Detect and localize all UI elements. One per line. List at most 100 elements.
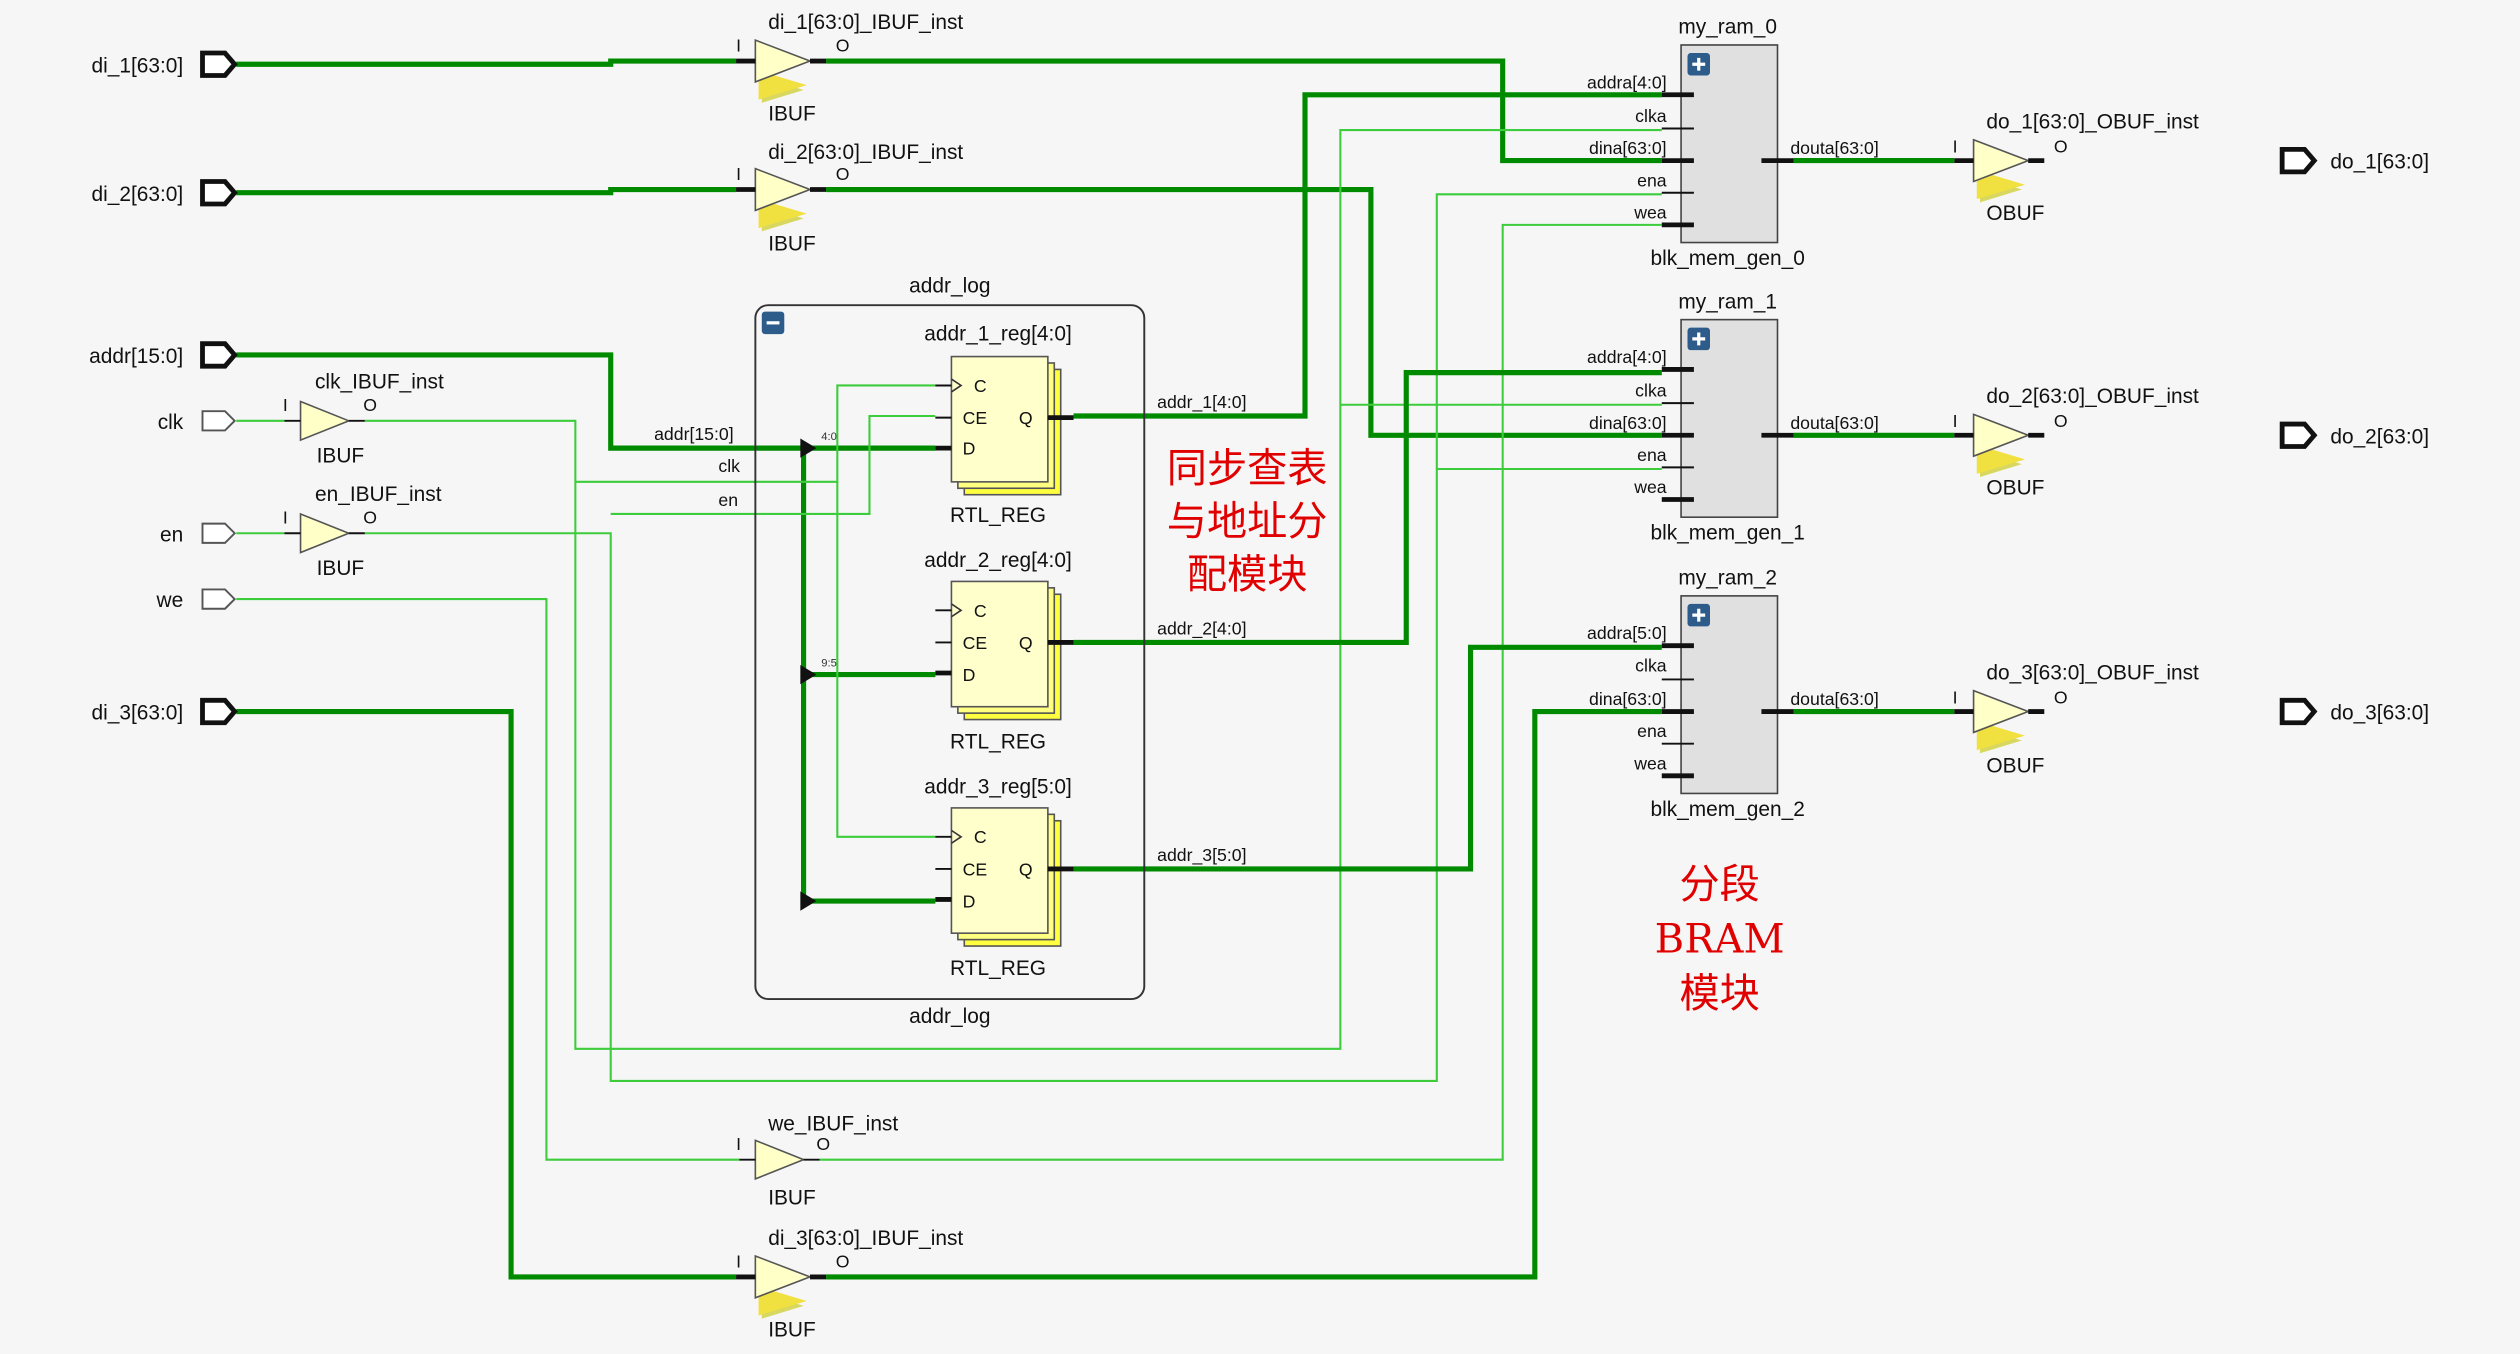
port-clk[interactable] — [201, 410, 236, 432]
ibuf-we[interactable]: we_IBUF_inst I O IBUF — [736, 1113, 898, 1210]
pin-label: Q — [1019, 633, 1033, 653]
annotation-addr-module: 同步查表 与地址分 配模块 — [1167, 446, 1328, 598]
block-bottom-label: addr_log — [909, 1005, 990, 1028]
port-di2[interactable] — [203, 181, 235, 203]
port-we[interactable] — [201, 588, 236, 610]
block-outline — [754, 304, 1146, 1001]
annotation-line: 同步查表 — [1167, 446, 1328, 492]
ram-1[interactable]: my_ram_1 addra[4:0] clka dina[63:0] ena … — [1587, 290, 1879, 544]
pin-label: D — [963, 439, 976, 459]
pin-label: ena — [1637, 445, 1667, 465]
net-clk-log — [575, 384, 936, 483]
ibuf-di2[interactable]: di_2[63:0]_IBUF_inst I O IBUF — [736, 141, 963, 256]
net-label: addr_2[4:0] — [1157, 618, 1246, 639]
tap-label: 4:0 — [821, 431, 837, 443]
nets — [236, 58, 1955, 1280]
ibuf-clk[interactable]: clk_IBUF_inst I O IBUF — [283, 371, 444, 468]
net-we — [236, 598, 740, 1161]
pin-label: wea — [1633, 202, 1667, 222]
port-addr[interactable] — [203, 344, 235, 366]
ram-name: my_ram_0 — [1678, 16, 1777, 39]
annotation-line: BRAM — [1655, 916, 1785, 962]
port-do3[interactable] — [2282, 700, 2314, 722]
ibuf-en[interactable]: en_IBUF_inst I O IBUF — [283, 483, 442, 580]
net-addr3 — [1073, 644, 1662, 872]
type-label: OBUF — [1986, 202, 2044, 225]
buffer-symbol — [283, 400, 366, 442]
reg-addr3[interactable]: addr_3_reg[5:0] C CE D Q RTL_REG addr_3[… — [924, 775, 1246, 979]
buffer-symbol — [1954, 140, 2044, 203]
net-label: en — [718, 490, 738, 510]
pin-label: addra[5:0] — [1587, 623, 1667, 643]
inst-label: we_IBUF_inst — [767, 1113, 898, 1136]
ram-0[interactable]: my_ram_0 addra[4:0] clka dina[63:0] ena … — [1587, 16, 1879, 270]
net-di2 — [236, 186, 737, 196]
ram-symbol — [1662, 45, 1794, 243]
reg-addr2[interactable]: addr_2_reg[4:0] C CE D Q RTL_REG addr_2[… — [924, 549, 1246, 753]
register-symbol — [935, 808, 1073, 946]
ibuf-di1[interactable]: di_1[63:0]_IBUF_inst I O IBUF — [736, 11, 963, 126]
port-do1[interactable] — [2282, 149, 2314, 171]
pin-label: O — [836, 1251, 850, 1271]
pin-label: I — [1953, 137, 1958, 157]
pin-label: CE — [963, 408, 988, 428]
pin-label: D — [963, 891, 976, 911]
pin-label: clka — [1635, 381, 1667, 401]
collapse-icon[interactable] — [761, 311, 785, 335]
port-di1[interactable] — [203, 53, 235, 75]
port-label: di_1[63:0] — [91, 54, 183, 77]
type-label: IBUF — [768, 102, 816, 125]
pin-label: O — [836, 164, 850, 184]
pin-label: C — [974, 601, 987, 621]
cell-name: blk_mem_gen_1 — [1650, 522, 1804, 545]
pin-label: O — [836, 35, 850, 55]
pin-label: wea — [1633, 753, 1667, 773]
port-label: do_1[63:0] — [2330, 151, 2429, 174]
port-en[interactable] — [201, 522, 236, 544]
pin-label: dina[63:0] — [1589, 689, 1667, 709]
pin-label: I — [283, 395, 288, 415]
block-title: addr_log — [909, 274, 990, 297]
pin-label: I — [736, 164, 741, 184]
type-label: IBUF — [768, 1187, 816, 1210]
pin-label: O — [363, 508, 377, 528]
reg-addr1[interactable]: addr_1_reg[4:0] C CE D Q RTL_REG addr_1[… — [924, 323, 1246, 527]
port-label: di_2[63:0] — [91, 183, 183, 206]
pin-label: ena — [1637, 170, 1667, 190]
buffer-symbol — [283, 513, 366, 554]
pin-label: wea — [1633, 477, 1667, 497]
port-do2[interactable] — [2282, 424, 2314, 446]
addr-log-block[interactable]: addr_log addr_log addr[15:0] clk en 4:0 … — [654, 274, 1246, 1028]
annotation-line: 配模块 — [1187, 552, 1308, 598]
annotation-line: 分段 — [1679, 862, 1759, 908]
inst-label: do_2[63:0]_OBUF_inst — [1986, 385, 2199, 408]
register-symbol — [935, 357, 1073, 495]
buffer-symbol — [736, 169, 826, 232]
pin-label: O — [2054, 411, 2068, 431]
obuf-do1[interactable]: do_1[63:0]_OBUF_inst I O OBUF — [1953, 110, 2199, 225]
pin-label: dina[63:0] — [1589, 413, 1667, 433]
obuf-do3[interactable]: do_3[63:0]_OBUF_inst I O OBUF — [1953, 661, 2199, 778]
ram-2[interactable]: my_ram_2 addra[5:0] clka dina[63:0] ena … — [1587, 567, 1879, 821]
bus-tap-arrow — [800, 438, 817, 458]
cell-name: blk_mem_gen_0 — [1650, 247, 1804, 270]
ram-name: my_ram_2 — [1678, 567, 1777, 590]
ibuf-di3[interactable]: di_3[63:0]_IBUF_inst I O IBUF — [736, 1227, 963, 1342]
annotation-line: 模块 — [1679, 971, 1759, 1017]
port-di3[interactable] — [203, 700, 235, 722]
net-addr2 — [1073, 370, 1662, 646]
bus-tap-arrow — [800, 891, 817, 911]
port-label: clk — [158, 411, 184, 434]
obuf-do2[interactable]: do_2[63:0]_OBUF_inst I O OBUF — [1953, 385, 2199, 500]
bus-tap-arrow — [800, 664, 817, 685]
pin-label: O — [363, 395, 377, 415]
inst-label: do_1[63:0]_OBUF_inst — [1986, 110, 2199, 133]
pin-label: dina[63:0] — [1589, 138, 1667, 158]
pin-label: C — [974, 827, 987, 847]
net-di2-ibuf-out — [826, 186, 1662, 438]
net-addr1 — [1073, 92, 1662, 419]
input-ports: di_1[63:0] di_2[63:0] addr[15:0] clk en … — [89, 53, 234, 725]
tap-label: 9:5 — [821, 658, 837, 670]
pin-label: clka — [1635, 106, 1667, 126]
pin-label: douta[63:0] — [1790, 413, 1878, 433]
